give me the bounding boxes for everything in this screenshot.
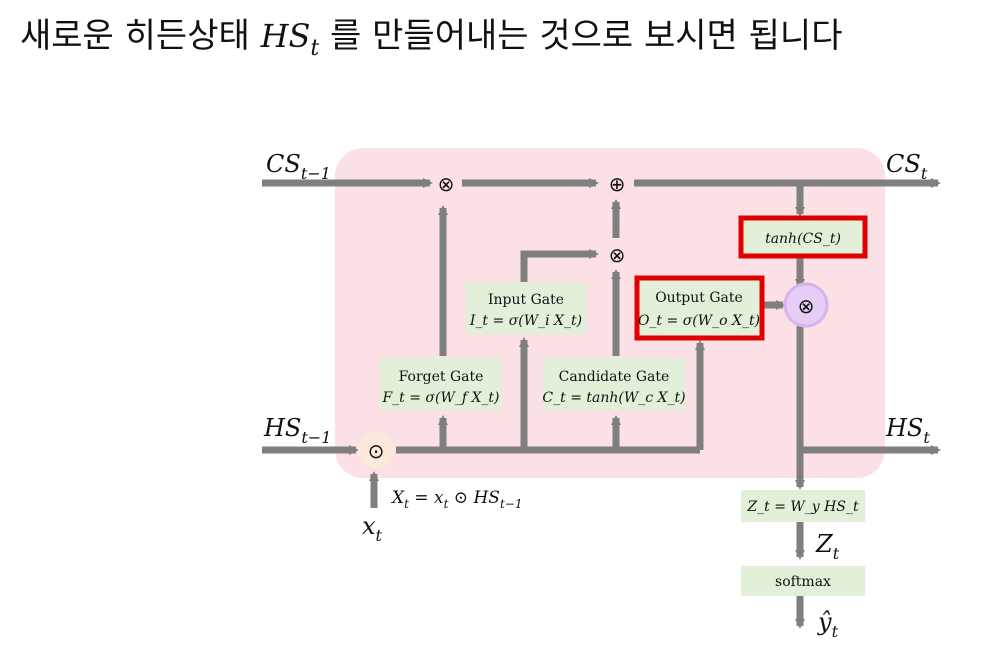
tanh-cell-state: tanh(CS_t) [738, 215, 868, 259]
softmax-label: softmax [775, 574, 831, 590]
output-multiply-operator: ⊗ [783, 282, 829, 328]
softmax: softmax [741, 566, 865, 596]
input-gate-formula: I_t = σ(W_i X_t) [469, 313, 582, 329]
candidate-gate-box [543, 358, 685, 410]
concat-circle [358, 432, 394, 468]
forget-gate: Forget Gate F_t = σ(W_f X_t) [380, 358, 502, 410]
forget-multiply-operator: ⊗ [438, 172, 455, 196]
candidate-gate-label: Candidate Gate [559, 369, 670, 385]
output-multiply-symbol: ⊗ [798, 294, 815, 318]
cell-add-operator: ⊕ [609, 172, 626, 196]
title-text-suffix: 를 만들어내는 것으로 보시면 됩니다 [319, 16, 843, 56]
output-multiply-circle [783, 282, 829, 328]
z-output-label: Zt [815, 530, 840, 563]
hs-prev-label: HSt−1 [263, 414, 331, 447]
output-gate: Output Gate O_t = σ(W_o X_t) [634, 275, 765, 341]
input-multiply-operator: ⊗ [609, 243, 626, 267]
candidate-gate: Candidate Gate C_t = tanh(W_c X_t) [542, 358, 686, 410]
cs-prev-label: CSt−1 [266, 150, 331, 183]
tanh-cell-state-label: tanh(CS_t) [765, 231, 841, 247]
z-formula: Z_t = W_y HS_t [741, 490, 865, 522]
slide-title: 새로운 히든상태 HSt 를 만들어내는 것으로 보시면 됩니다 [20, 8, 843, 61]
output-gate-label: Output Gate [655, 290, 743, 306]
forget-gate-box [380, 358, 502, 410]
cs-next-label: CSt [886, 150, 928, 183]
tanh-cell-state-box [738, 215, 868, 259]
softmax-box [741, 566, 865, 596]
input-gate: Input Gate I_t = σ(W_i X_t) [466, 282, 586, 334]
input-gate-box [466, 282, 586, 334]
concat-symbol: ⊙ [368, 439, 385, 463]
hs-next-label: HSt [885, 414, 930, 447]
candidate-gate-formula: C_t = tanh(W_c X_t) [542, 390, 685, 406]
concat-operator: ⊙ [358, 432, 394, 468]
output-gate-box [634, 275, 765, 341]
concat-formula-label: Xt = xt ⊙ HSt−1 [390, 488, 522, 511]
forget-gate-label: Forget Gate [399, 369, 484, 385]
z-formula-label: Z_t = W_y HS_t [746, 499, 859, 515]
y-hat-output-label: ŷt [817, 608, 839, 641]
forget-gate-formula: F_t = σ(W_f X_t) [381, 390, 499, 406]
x-input-label: xt [362, 512, 383, 545]
z-formula-box [741, 490, 865, 522]
output-gate-formula: O_t = σ(W_o X_t) [638, 313, 760, 329]
input-gate-label: Input Gate [488, 292, 564, 308]
flow-arrows [262, 178, 941, 629]
title-text-prefix: 새로운 히든상태 [20, 16, 261, 56]
title-variable: HSt [260, 17, 320, 61]
